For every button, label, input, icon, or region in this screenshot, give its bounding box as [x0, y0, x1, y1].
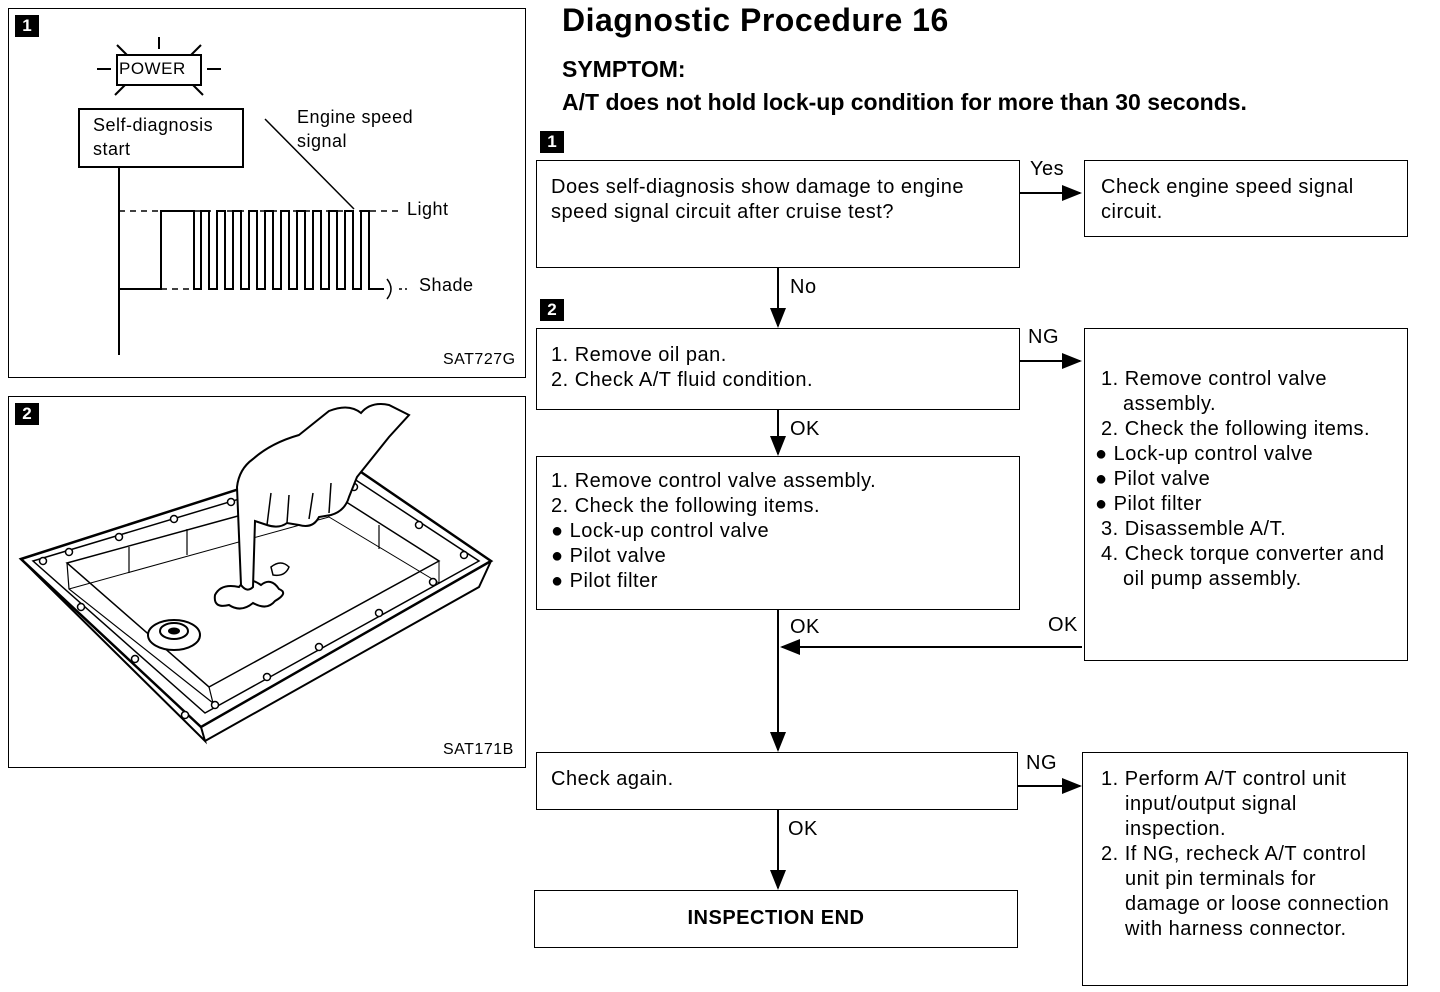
remove-oil-pan-box: 1. Remove oil pan. 2. Check A/T fluid co… — [536, 328, 1020, 410]
list-item: ● Lock-up control valve — [1095, 443, 1314, 465]
list-item: ● Pilot valve — [1095, 468, 1211, 490]
list-item: 2. Check A/T fluid condition. — [551, 369, 814, 391]
ok-label-2: OK — [790, 616, 820, 638]
inspection-end-box: INSPECTION END — [534, 890, 1018, 948]
list-item: 3. Disassemble A/T. — [1101, 518, 1287, 540]
list-item: 1. Remove control valve assembly. — [1101, 368, 1328, 415]
oil-pan-illustration — [18, 403, 494, 745]
check-again-text: Check again. — [551, 768, 674, 790]
check-engine-speed-box: Check engine speed signal circuit. — [1084, 160, 1408, 237]
ng-remove-control-valve-list: 1. Remove control valve assembly. 2. Che… — [1095, 367, 1397, 592]
list-item: ● Pilot valve — [551, 545, 667, 567]
ng-perform-inspection-list: 1. Perform A/T control unit input/output… — [1101, 767, 1395, 942]
question-self-diagnosis-text: Does self-diagnosis show damage to engin… — [551, 176, 964, 223]
list-item: 2. Check the following items. — [1101, 418, 1371, 440]
power-label: POWER — [119, 59, 186, 78]
step-2-number: 2 — [540, 299, 564, 321]
ok-label-4: OK — [788, 818, 818, 840]
list-item: 4. Check torque converter and oil pump a… — [1101, 543, 1385, 590]
list-item: 2. Check the following items. — [551, 495, 821, 517]
list-item: ● Lock-up control valve — [551, 520, 770, 542]
ng-perform-inspection-box: 1. Perform A/T control unit input/output… — [1082, 752, 1408, 986]
figure-1-number: 1 — [15, 15, 39, 37]
engine-speed-label: Engine speed signal — [297, 107, 414, 151]
no-label: No — [790, 276, 817, 298]
step-1-number: 1 — [540, 131, 564, 153]
check-again-box: Check again. — [536, 752, 1018, 810]
question-self-diagnosis-box: Does self-diagnosis show damage to engin… — [536, 160, 1020, 268]
figure-1-panel: 1 POWER Self-diagnosis start Engine spe — [8, 8, 526, 378]
inspection-end-text: INSPECTION END — [687, 907, 865, 929]
figure-2-code: SAT171B — [443, 741, 514, 758]
list-item: 1. Perform A/T control unit input/output… — [1101, 768, 1347, 840]
engine-speed-signal-diagram — [78, 37, 407, 355]
check-engine-speed-text: Check engine speed signal circuit. — [1101, 176, 1354, 223]
light-label: Light — [407, 199, 449, 219]
yes-label: Yes — [1030, 158, 1065, 180]
shade-label: Shade — [419, 275, 474, 295]
remove-control-valve-list: 1. Remove control valve assembly. 2. Che… — [551, 469, 1005, 594]
page-title: Diagnostic Procedure 16 — [562, 2, 949, 38]
ng-label-1: NG — [1028, 326, 1059, 348]
remove-oil-pan-list: 1. Remove oil pan. 2. Check A/T fluid co… — [551, 343, 1005, 393]
figure-2-panel: 2 — [8, 396, 526, 768]
symptom-label: SYMPTOM: — [562, 56, 686, 82]
figure-2-number: 2 — [15, 403, 39, 425]
list-item: ● Pilot filter — [551, 570, 658, 592]
list-item: 1. Remove control valve assembly. — [551, 470, 877, 492]
symptom-text: A/T does not hold lock-up condition for … — [562, 89, 1247, 115]
remove-control-valve-box: 1. Remove control valve assembly. 2. Che… — [536, 456, 1020, 610]
ok-label-3: OK — [1048, 614, 1078, 636]
ok-label-1: OK — [790, 418, 820, 440]
list-item: 2. If NG, recheck A/T control unit pin t… — [1101, 843, 1390, 940]
list-item: 1. Remove oil pan. — [551, 344, 727, 366]
ng-label-2: NG — [1026, 752, 1057, 774]
list-item: ● Pilot filter — [1095, 493, 1202, 515]
figure-1-code: SAT727G — [443, 351, 516, 368]
ng-remove-control-valve-box: 1. Remove control valve assembly. 2. Che… — [1084, 328, 1408, 661]
self-diagnosis-label: Self-diagnosis start — [93, 115, 214, 159]
